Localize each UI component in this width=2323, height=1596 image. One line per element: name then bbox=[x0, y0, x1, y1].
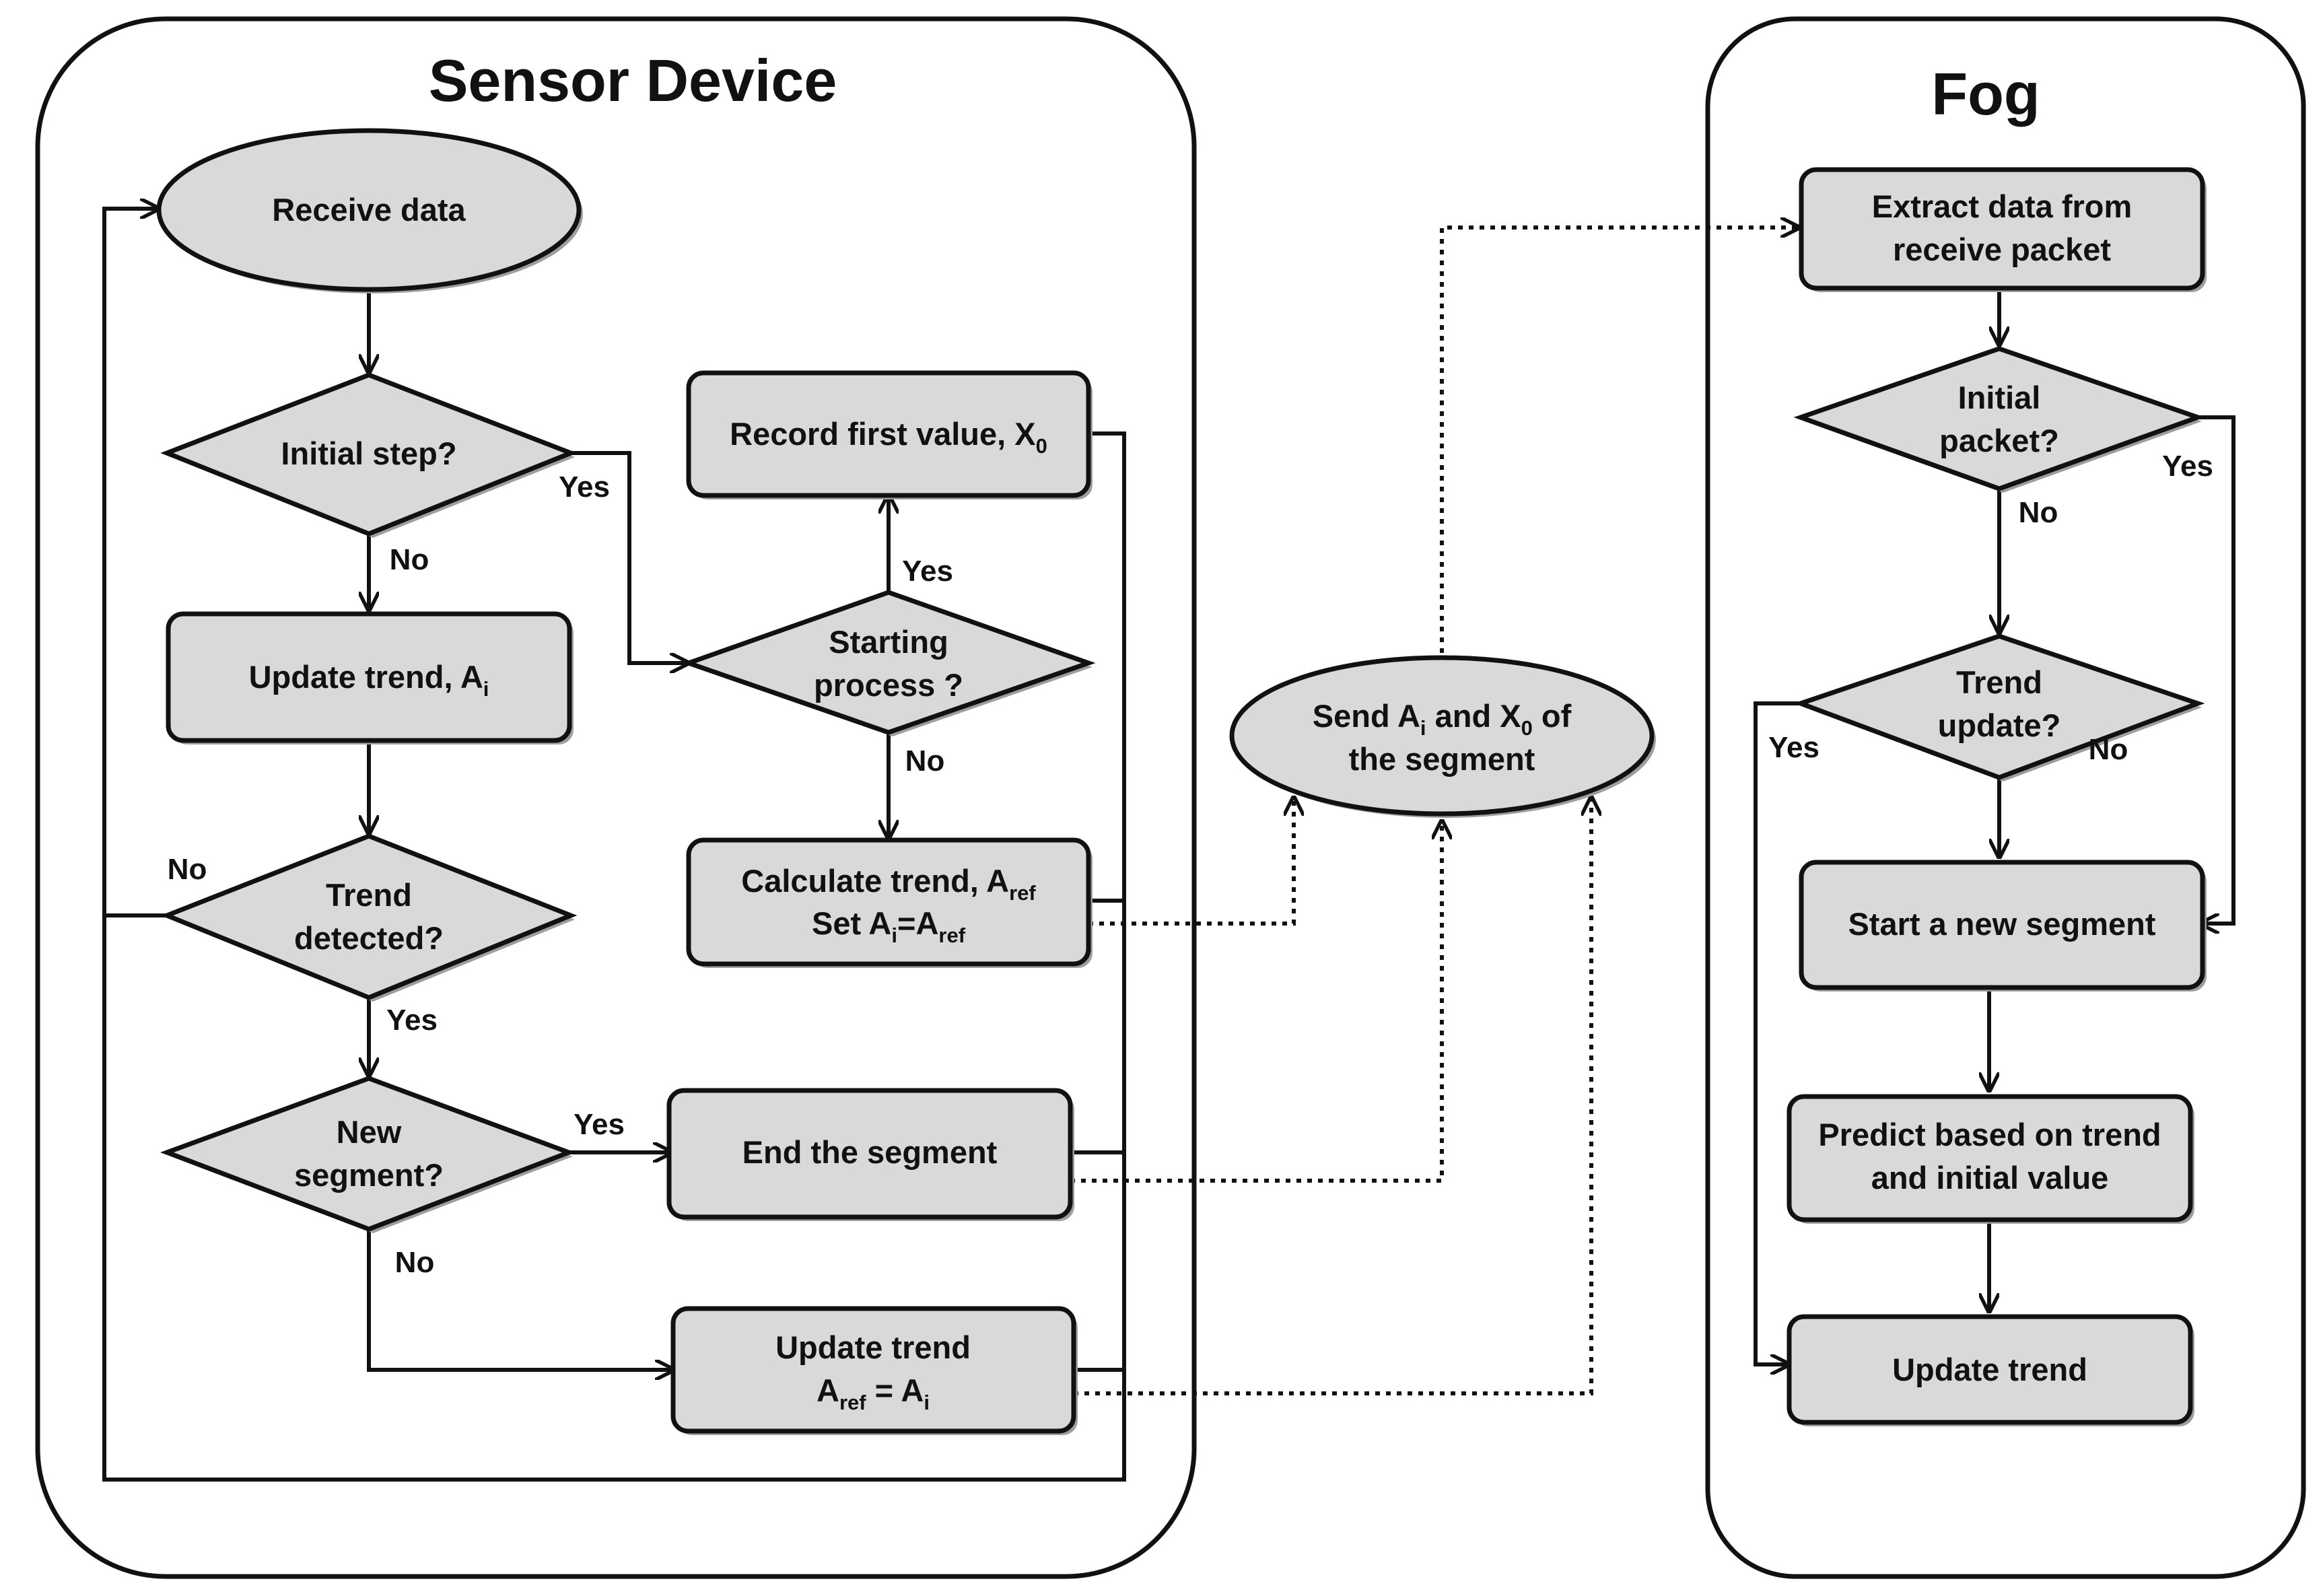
extract-data-label-1: Extract data from bbox=[1872, 188, 2133, 224]
edge-trend-detected-no-loop bbox=[102, 209, 167, 917]
sensor-device-title: Sensor Device bbox=[429, 47, 837, 114]
extract-data-label-2: receive packet bbox=[1893, 232, 2111, 267]
edge-label-trend-detected-no: No bbox=[168, 853, 207, 886]
edge-label-initial-step-yes: Yes bbox=[559, 471, 610, 504]
new-segment-decision: New segment? bbox=[160, 1076, 576, 1233]
update-trend-ref-label-2: Aref = Ai bbox=[817, 1373, 930, 1414]
edge-label-trend-update-yes: Yes bbox=[1768, 731, 1819, 764]
calculate-trend-label-2: Set Ai=Aref bbox=[812, 905, 966, 947]
edge-label-initial-step-no: No bbox=[390, 543, 429, 576]
edge-trend-update-yes bbox=[1754, 701, 1801, 1364]
end-segment-label: End the segment bbox=[742, 1134, 998, 1170]
update-trend-ref-label-1: Update trend bbox=[775, 1329, 971, 1365]
edge-label-starting-no: No bbox=[905, 744, 945, 777]
update-trend-fog-label: Update trend bbox=[1892, 1352, 2087, 1387]
edge-label-trend-update-no: No bbox=[2089, 733, 2128, 766]
update-trend-ai-label: Update trend, Ai bbox=[249, 659, 489, 701]
new-segment-label-1: New bbox=[337, 1114, 402, 1150]
trend-update-label-1: Trend bbox=[1956, 664, 2042, 700]
dotted-calc-to-send bbox=[1088, 798, 1294, 926]
predict-node: Predict based on trend and initial value bbox=[1787, 1094, 2194, 1224]
send-segment-label-2: the segment bbox=[1349, 741, 1535, 777]
trend-update-decision: Trend update? bbox=[1793, 633, 2205, 782]
initial-step-label: Initial step? bbox=[281, 436, 456, 471]
update-trend-fog-node: Update trend bbox=[1787, 1314, 2194, 1426]
receive-data-label: Receive data bbox=[272, 192, 466, 228]
predict-label-1: Predict based on trend bbox=[1818, 1117, 2161, 1152]
update-trend-ref-node: Update trend Aref = Ai bbox=[670, 1306, 1078, 1435]
dotted-update-ref-to-send bbox=[1074, 798, 1591, 1395]
record-first-value-label: Record first value, X0 bbox=[730, 416, 1047, 458]
update-trend-ai-node: Update trend, Ai bbox=[166, 611, 574, 744]
calculate-trend-node: Calculate trend, Aref Set Ai=Aref bbox=[686, 837, 1093, 968]
edge-label-initial-packet-yes: Yes bbox=[2162, 450, 2213, 483]
starting-process-label-1: Starting bbox=[829, 624, 948, 660]
starting-process-decision: Starting process ? bbox=[681, 590, 1096, 736]
initial-packet-label-1: Initial bbox=[1958, 380, 2041, 415]
start-segment-node: Start a new segment bbox=[1799, 860, 2207, 992]
initial-packet-label-2: packet? bbox=[1939, 423, 2059, 458]
trend-detected-label-1: Trend bbox=[326, 877, 412, 913]
predict-label-2: and initial value bbox=[1871, 1160, 2109, 1195]
edge-initial-step-yes bbox=[571, 451, 688, 663]
edge-label-new-segment-yes: Yes bbox=[574, 1108, 625, 1141]
send-segment-node: Send Ai and X0 of the segment bbox=[1229, 655, 1656, 818]
edge-label-initial-packet-no: No bbox=[2019, 496, 2058, 529]
send-segment-label-1: Send Ai and X0 of bbox=[1313, 698, 1572, 740]
edge-new-segment-no bbox=[367, 1229, 673, 1370]
end-segment-node: End the segment bbox=[666, 1088, 1074, 1221]
new-segment-label-2: segment? bbox=[294, 1157, 444, 1193]
edge-initial-packet-yes bbox=[2198, 415, 2235, 924]
fog-title: Fog bbox=[1931, 61, 2040, 127]
dotted-send-to-fog bbox=[1440, 228, 1799, 653]
edge-label-new-segment-no: No bbox=[395, 1246, 435, 1279]
starting-process-label-2: process ? bbox=[814, 667, 963, 703]
record-first-value-node: Record first value, X0 bbox=[686, 370, 1093, 499]
edge-label-trend-detected-yes: Yes bbox=[386, 1004, 438, 1037]
start-segment-label: Start a new segment bbox=[1848, 906, 2155, 942]
initial-step-decision: Initial step? bbox=[160, 372, 578, 538]
extract-data-node: Extract data from receive packet bbox=[1799, 167, 2207, 292]
trend-detected-label-2: detected? bbox=[294, 920, 444, 956]
edge-label-starting-yes: Yes bbox=[902, 555, 953, 588]
calculate-trend-label-1: Calculate trend, Aref bbox=[741, 863, 1036, 905]
initial-packet-decision: Initial packet? bbox=[1793, 346, 2205, 493]
trend-detected-decision: Trend detected? bbox=[160, 833, 578, 1002]
edge-return-loop bbox=[102, 431, 1126, 1482]
trend-update-label-2: update? bbox=[1938, 707, 2061, 743]
receive-data-node: Receive data bbox=[156, 128, 583, 293]
